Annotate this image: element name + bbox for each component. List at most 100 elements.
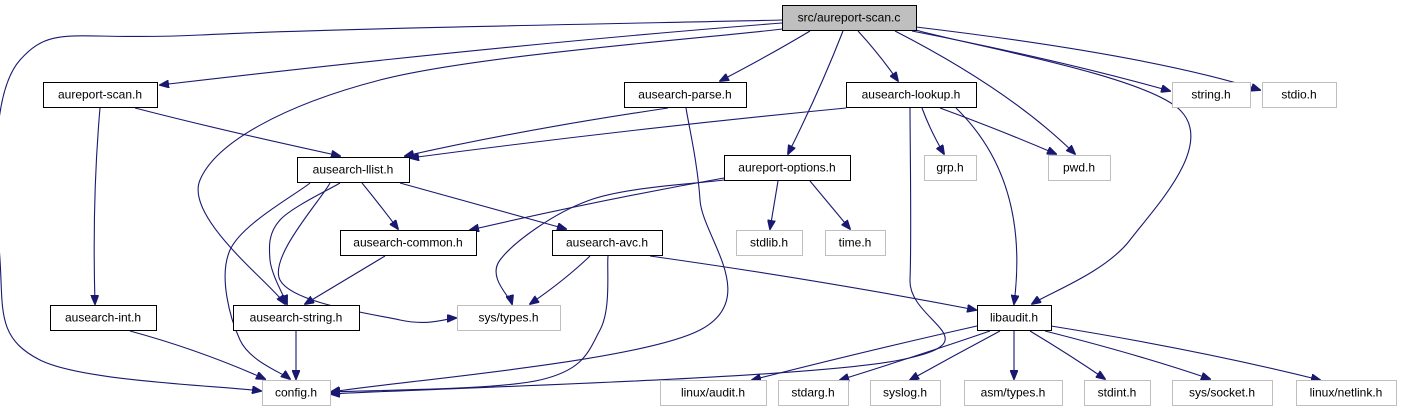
- edge-aureport-options-h-to-sys-types-h: [495, 179, 725, 304]
- node-box: [782, 5, 917, 31]
- node-root[interactable]: src/aureport-scan.c: [782, 5, 917, 31]
- node-label: linux/audit.h: [681, 386, 745, 400]
- node-aureport-options-h[interactable]: aureport-options.h: [724, 155, 851, 181]
- edge-root-to-stdio-h: [915, 26, 1260, 90]
- node-ausearch-common-h[interactable]: ausearch-common.h: [340, 230, 477, 256]
- node-layer: src/aureport-scan.c aureport-scan.h ausear…: [43, 5, 1397, 406]
- node-box: [846, 82, 977, 108]
- edge-libaudit-h-to-linux-netlink-h: [1050, 325, 1320, 380]
- node-label: time.h: [839, 236, 872, 250]
- node-box: [1172, 380, 1273, 406]
- node-syslog-h: syslog.h: [870, 380, 941, 406]
- node-ausearch-parse-h[interactable]: ausearch-parse.h: [624, 82, 747, 108]
- node-libaudit-h[interactable]: libaudit.h: [977, 305, 1052, 331]
- edge-ausearch-common-h-to-ausearch-string-h: [305, 255, 386, 304]
- node-label: sys/socket.h: [1189, 386, 1255, 400]
- node-linux-audit-h: linux/audit.h: [660, 380, 767, 406]
- node-label: ausearch-llist.h: [313, 163, 394, 177]
- node-asm-types-h: asm/types.h: [964, 380, 1063, 406]
- node-label: asm/types.h: [981, 386, 1046, 400]
- node-box: [262, 380, 331, 406]
- node-stdio-h: stdio.h: [1262, 82, 1337, 108]
- node-box: [1296, 380, 1397, 406]
- edge-ausearch-avc-h-to-sys-types-h: [530, 255, 591, 304]
- node-label: grp.h: [936, 161, 963, 175]
- node-config-h: config.h: [262, 380, 331, 406]
- node-box: [778, 380, 849, 406]
- node-label: stdio.h: [1281, 88, 1316, 102]
- edge-ausearch-lookup-h-to-pwd-h: [939, 107, 1056, 154]
- edge-aureport-scan-h-to-ausearch-int-h: [94, 107, 101, 304]
- node-ausearch-avc-h[interactable]: ausearch-avc.h: [552, 230, 663, 256]
- node-label: ausearch-avc.h: [566, 236, 648, 250]
- edge-ausearch-llist-h-to-ausearch-avc-h: [399, 182, 566, 229]
- node-box: [297, 157, 410, 183]
- edge-aureport-options-h-to-ausearch-common-h: [470, 177, 725, 230]
- node-ausearch-llist-h[interactable]: ausearch-llist.h: [297, 157, 410, 183]
- node-box: [233, 305, 360, 331]
- node-stdint-h: stdint.h: [1084, 380, 1151, 406]
- node-box: [1084, 380, 1151, 406]
- node-sys-types-h: sys/types.h: [457, 305, 561, 331]
- node-ausearch-string-h[interactable]: ausearch-string.h: [233, 305, 360, 331]
- node-string-h: string.h: [1172, 82, 1251, 108]
- node-label: sys/types.h: [478, 311, 538, 325]
- node-box: [825, 230, 886, 256]
- node-grp-h: grp.h: [924, 155, 977, 181]
- node-label: ausearch-parse.h: [638, 88, 731, 102]
- edge-ausearch-avc-h-to-libaudit-h: [649, 255, 976, 310]
- node-box: [724, 155, 851, 181]
- node-sys-socket-h: sys/socket.h: [1172, 380, 1273, 406]
- node-label: aureport-scan.h: [58, 88, 142, 102]
- edge-root-to-ausearch-lookup-h: [857, 30, 898, 81]
- node-label: config.h: [275, 386, 317, 400]
- edge-ausearch-avc-h-to-config-h: [331, 255, 609, 392]
- node-aureport-scan-h[interactable]: aureport-scan.h: [43, 82, 158, 108]
- node-stdarg-h: stdarg.h: [778, 380, 849, 406]
- node-box: [1048, 155, 1111, 181]
- node-ausearch-lookup-h[interactable]: ausearch-lookup.h: [846, 82, 977, 108]
- node-box: [50, 305, 157, 331]
- edge-ausearch-lookup-h-to-ausearch-llist-h: [410, 107, 847, 158]
- node-ausearch-int-h[interactable]: ausearch-int.h: [50, 305, 157, 331]
- edge-root-to-aureport-options-h: [788, 30, 844, 154]
- edge-root-to-pwd-h: [894, 30, 1075, 154]
- node-time-h: time.h: [825, 230, 886, 256]
- node-box: [1172, 82, 1251, 108]
- edge-ausearch-llist-h-to-ausearch-common-h: [361, 182, 398, 229]
- edge-ausearch-lookup-h-to-grp-h: [921, 107, 944, 154]
- node-box: [736, 230, 803, 256]
- node-label: stdarg.h: [791, 386, 834, 400]
- edge-aureport-options-h-to-stdlib-h: [770, 180, 779, 229]
- edge-ausearch-llist-h-to-ausearch-string-h: [268, 182, 341, 304]
- node-linux-netlink-h: linux/netlink.h: [1296, 380, 1397, 406]
- edge-ausearch-lookup-h-to-libaudit-h: [955, 107, 1017, 304]
- node-label: stdlib.h: [750, 236, 788, 250]
- node-label: ausearch-lookup.h: [862, 88, 961, 102]
- node-label: aureport-options.h: [738, 161, 835, 175]
- node-box: [977, 305, 1052, 331]
- node-box: [870, 380, 941, 406]
- node-box: [340, 230, 477, 256]
- edge-root-to-libaudit-h: [915, 29, 1192, 304]
- edge-root-to-config-h: [0, 19, 783, 391]
- edge-root-to-ausearch-string-h: [197, 28, 783, 304]
- edge-libaudit-h-to-sys-socket-h: [1044, 330, 1210, 379]
- node-label: src/aureport-scan.c: [798, 11, 901, 25]
- node-stdlib-h: stdlib.h: [736, 230, 803, 256]
- node-label: ausearch-string.h: [250, 311, 343, 325]
- node-box: [552, 230, 663, 256]
- node-label: ausearch-int.h: [65, 311, 141, 325]
- edge-libaudit-h-to-stdarg-h: [840, 330, 991, 380]
- node-label: syslog.h: [883, 386, 927, 400]
- edge-root-to-aureport-scan-h: [160, 22, 783, 85]
- edge-libaudit-h-to-stdint-h: [1029, 330, 1105, 379]
- node-label: linux/netlink.h: [1310, 386, 1383, 400]
- edge-ausearch-int-h-to-config-h: [129, 330, 265, 379]
- node-box: [624, 82, 747, 108]
- edge-root-to-ausearch-parse-h: [720, 30, 811, 81]
- edge-ausearch-parse-h-to-ausearch-llist-h: [405, 107, 669, 156]
- edge-libaudit-h-to-linux-audit-h: [752, 325, 978, 380]
- node-box: [660, 380, 767, 406]
